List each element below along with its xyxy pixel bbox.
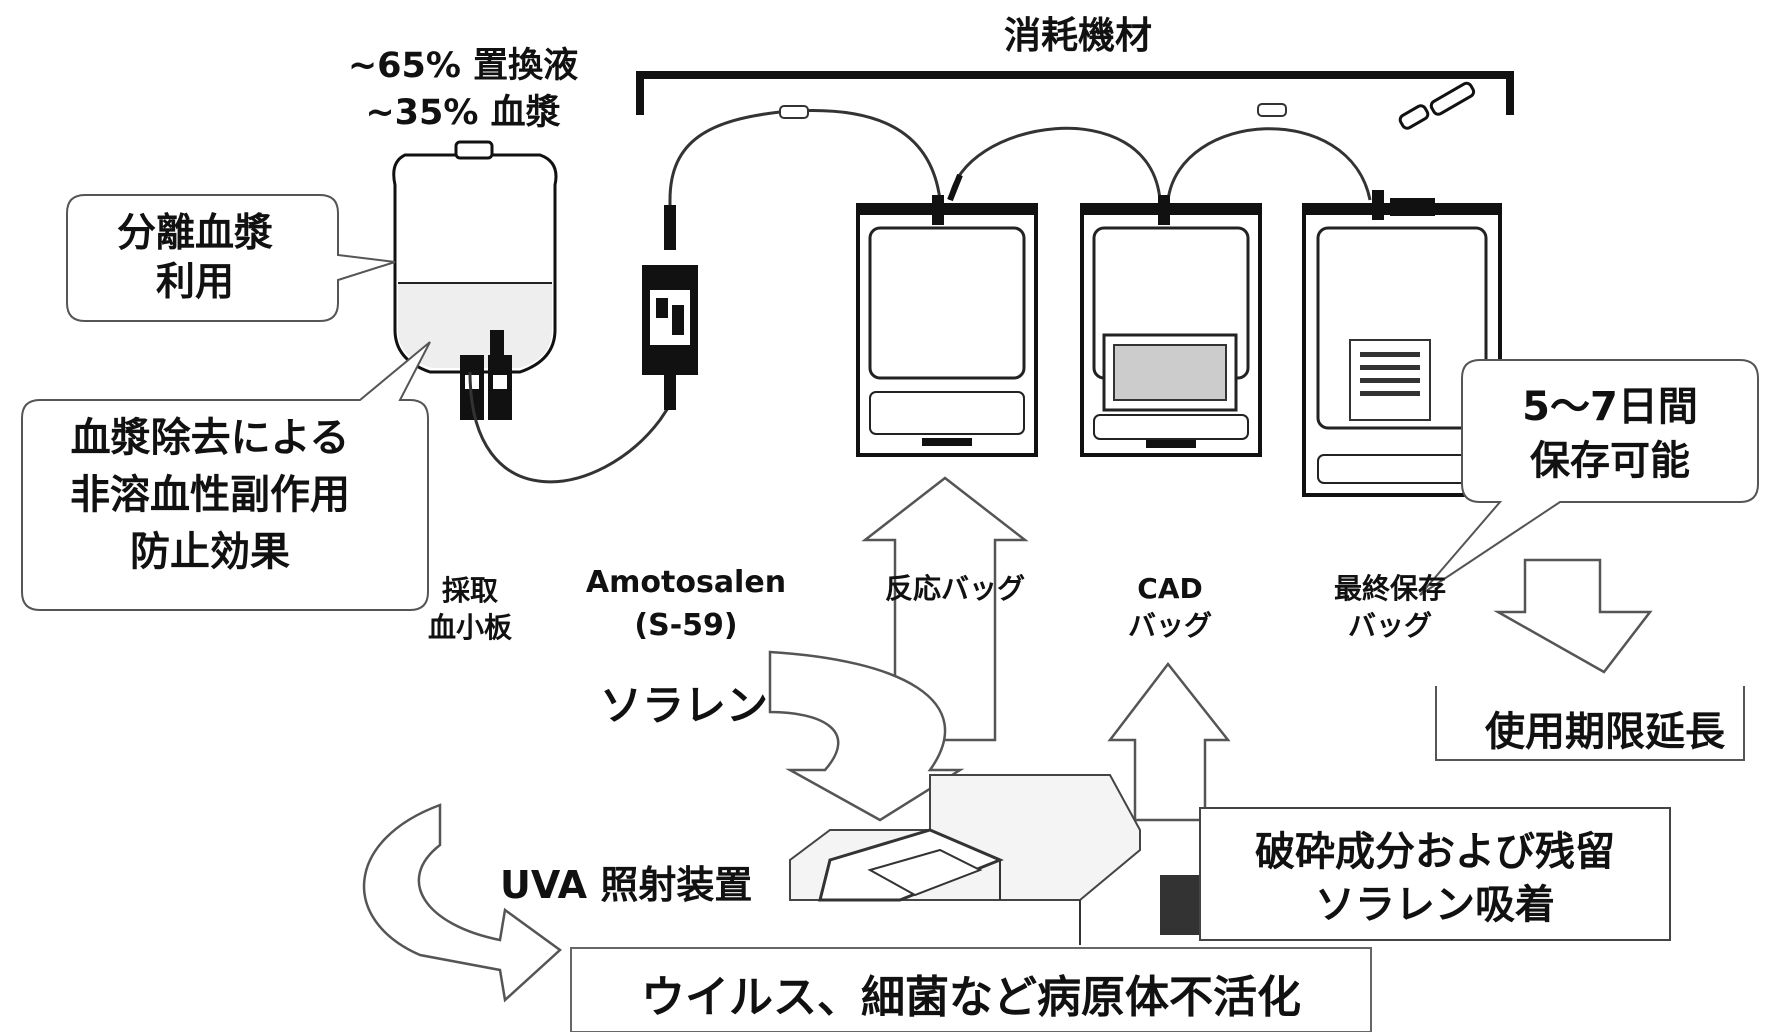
final-storage-bag-line1: 最終保存 xyxy=(1334,572,1446,605)
expiry-label: 使用期限延長 xyxy=(1485,709,1726,755)
final-storage-bag-line2: バッグ xyxy=(1348,609,1432,642)
reaction-bag-illustration xyxy=(856,195,1038,457)
tubing-clamp xyxy=(1257,103,1287,117)
cad-bag-line1: CAD xyxy=(1137,572,1202,605)
inactivation-box xyxy=(570,947,1372,1032)
callout-bubble-separated-plasma xyxy=(66,194,396,322)
amotosalen-cartridge xyxy=(642,205,698,410)
tubing xyxy=(1166,127,1372,201)
consumables-label: 消耗機材 xyxy=(1004,14,1152,57)
down-arrow-expiry xyxy=(1493,558,1653,674)
callout-bubble-storage xyxy=(1419,359,1759,596)
plasma-ratio-line2: ~35% 血漿 xyxy=(365,93,560,133)
adsorption-line1: 破砕成分および残留 xyxy=(1255,829,1615,875)
adsorption-line2: ソラレン吸着 xyxy=(1315,882,1555,928)
platelet-collection-bag xyxy=(392,140,558,420)
separated-plasma-line1: 分離血漿 xyxy=(117,211,273,256)
expiry-box-frame xyxy=(1435,686,1745,761)
plasma-ratio-line1: ~65% 置換液 xyxy=(348,46,578,86)
callout-bubble-plasma-removal xyxy=(21,341,431,611)
collected-platelets-line1: 採取 xyxy=(442,574,498,607)
separated-plasma-line2: 利用 xyxy=(156,260,234,305)
reaction-bag-label: 反応バッグ xyxy=(885,572,1025,605)
storage-line2: 保存可能 xyxy=(1530,438,1690,484)
curved-arrow-left-loop xyxy=(362,803,562,1003)
tubing xyxy=(948,126,1162,201)
up-arrow-cad-bag xyxy=(1107,661,1231,822)
plasma-removal-line1: 血漿除去による xyxy=(71,415,350,461)
consumables-bracket xyxy=(636,71,1514,115)
tubing xyxy=(468,371,672,484)
plasma-removal-line2: 非溶血性副作用 xyxy=(70,472,350,518)
amotosalen-line2: (S-59) xyxy=(634,608,737,643)
inactivation-label: ウイルス、細菌など病原体不活化 xyxy=(641,972,1301,1023)
adsorption-box xyxy=(1199,807,1671,941)
uva-device-illustration xyxy=(789,774,1200,945)
plasma-removal-line3: 防止効果 xyxy=(130,529,290,575)
tubing-clamp xyxy=(947,173,963,202)
cad-bag-illustration xyxy=(1080,195,1262,457)
cad-bag-line2: バッグ xyxy=(1128,609,1212,642)
psoralen-label: ソラレン xyxy=(600,681,768,730)
curved-arrow-psoralen xyxy=(768,650,965,822)
storage-line1: 5～7日間 xyxy=(1522,384,1698,430)
uva-device-label: UVA 照射装置 xyxy=(500,863,752,907)
collected-platelets-line2: 血小板 xyxy=(428,611,512,644)
tubing-clamp xyxy=(779,105,809,119)
amotosalen-line1: Amotosalen xyxy=(586,565,786,600)
